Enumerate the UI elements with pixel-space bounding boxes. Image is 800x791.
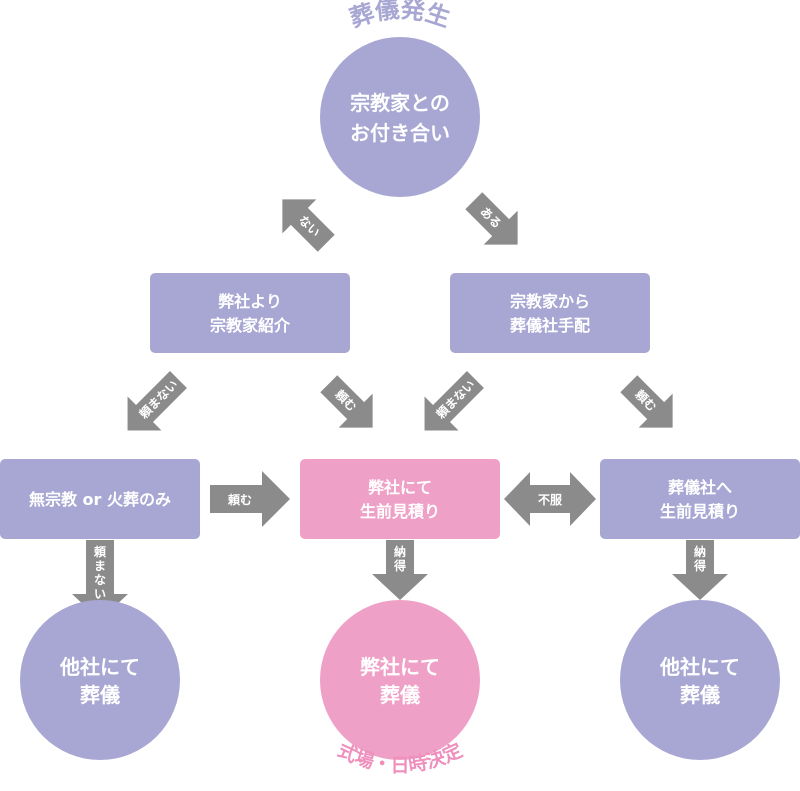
- arrow-dissatisfied: 不服: [504, 472, 596, 526]
- box-arranged: 宗教家から 葬儀社手配: [450, 273, 650, 353]
- circle-center-line1: 弊社にて: [360, 655, 440, 679]
- box-our-estimate-line2: 生前見積り: [360, 502, 440, 521]
- arrow-left-down-label: 頼まない: [93, 544, 107, 601]
- box-arranged-line1: 宗教家から: [510, 292, 590, 311]
- box-no-religion: 無宗教 or 火葬のみ: [0, 459, 200, 539]
- box-other-estimate-line2: 生前見積り: [660, 502, 740, 521]
- box-our-estimate-line1: 弊社にて: [368, 478, 432, 497]
- arrow-arranged-right: 頼む: [620, 375, 673, 428]
- top-circle-line2: お付き合い: [350, 121, 450, 145]
- arrow-right-down: 納得: [672, 540, 728, 600]
- box-no-religion-label: 無宗教 or 火葬のみ: [29, 490, 171, 509]
- box-our-estimate: 弊社にて 生前見積り: [300, 459, 500, 539]
- box-arranged-line2: 葬儀社手配: [510, 316, 590, 335]
- circle-center: 弊社にて 葬儀: [320, 600, 480, 760]
- arrow-referral-left: 頼まない: [127, 371, 187, 431]
- top-arc-label: 葬儀発生: [346, 0, 453, 33]
- box-other-estimate-line1: 葬儀社へ: [668, 478, 732, 497]
- circle-left-line2: 葬儀: [80, 683, 120, 707]
- arrow-dissatisfied-label: 不服: [538, 492, 563, 507]
- arrow-branch-right: ある: [465, 192, 518, 245]
- box-other-estimate: 葬儀社へ 生前見積り: [600, 459, 800, 539]
- arrow-right-down-label: 納得: [693, 544, 706, 573]
- top-circle-line1: 宗教家との: [350, 91, 450, 115]
- circle-left-line1: 他社にて: [59, 655, 140, 679]
- circle-center-line2: 葬儀: [380, 683, 420, 707]
- arrow-center-down-label: 納得: [393, 544, 406, 573]
- arrow-no-religion-right: 頼む: [210, 471, 290, 527]
- circle-right-line1: 他社にて: [659, 655, 740, 679]
- circle-left: 他社にて 葬儀: [20, 600, 180, 760]
- arrow-referral-center: 頼む: [320, 375, 373, 428]
- arrow-arranged-center: 頼まない: [424, 371, 484, 431]
- arrow-branch-left: ない: [282, 199, 335, 252]
- circle-right: 他社にて 葬儀: [620, 600, 780, 760]
- box-referral-line1: 弊社より: [218, 292, 282, 311]
- arrow-no-religion-right-label: 頼む: [227, 492, 252, 507]
- top-circle: 宗教家との お付き合い: [320, 37, 480, 197]
- arrow-center-down: 納得: [372, 540, 428, 600]
- box-referral: 弊社より 宗教家紹介: [150, 273, 350, 353]
- arrow-left-down: 頼まない: [72, 540, 128, 620]
- box-referral-line2: 宗教家紹介: [210, 316, 291, 335]
- circle-right-line2: 葬儀: [680, 683, 720, 707]
